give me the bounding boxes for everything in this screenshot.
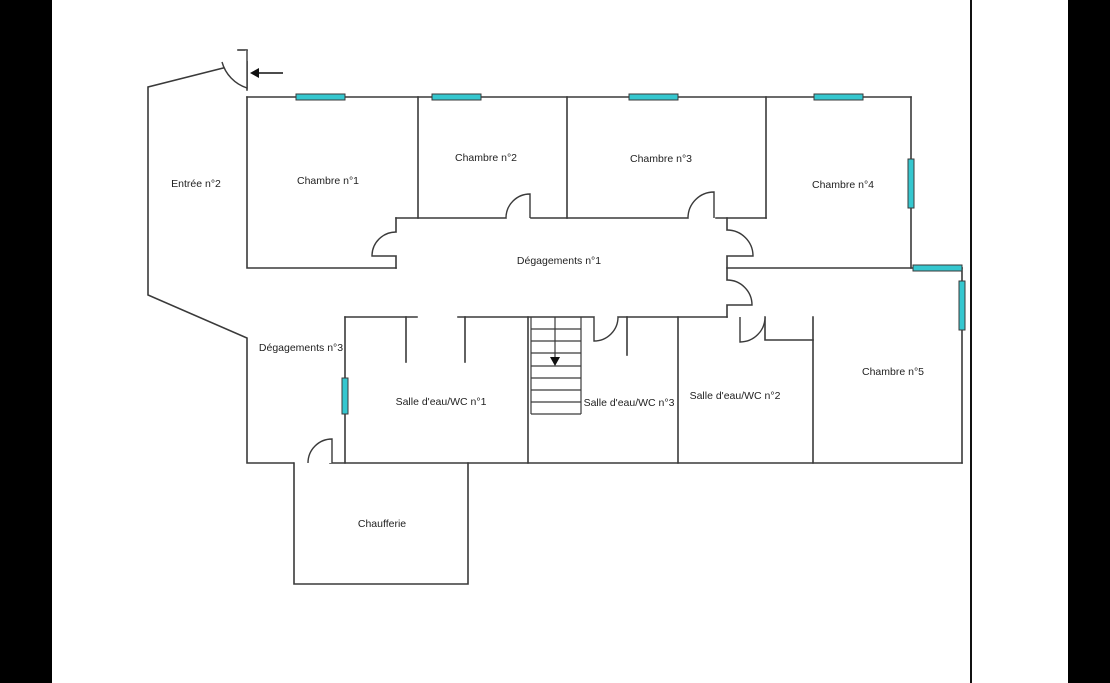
window-chambre1 <box>295 93 346 101</box>
entrance-arrow-icon <box>250 68 283 78</box>
window-chambre5-top <box>912 264 963 272</box>
door-sdb3 <box>593 316 619 342</box>
door-chambre1 <box>371 231 397 257</box>
room-label-chaufferie: Chaufferie <box>358 518 406 530</box>
door-chambre3 <box>687 191 715 219</box>
door-chaufferie <box>307 438 333 464</box>
room-label-sdb2: Salle d'eau/WC n°2 <box>690 390 781 402</box>
wall-sdb2-top <box>764 316 814 341</box>
door-chambre4 <box>726 229 754 257</box>
wall-chambre1 <box>246 96 397 269</box>
window-chambre4-side <box>907 158 915 209</box>
right-letterbox <box>1068 0 1110 683</box>
room-label-degagements3: Dégagements n°3 <box>259 342 343 354</box>
wall-chaufferie <box>293 462 469 585</box>
door-sdb2 <box>739 316 766 343</box>
doors <box>221 50 766 464</box>
room-label-degagements1: Dégagements n°1 <box>517 255 601 267</box>
door-entrance <box>221 50 248 89</box>
room-label-chambre5: Chambre n°5 <box>862 366 924 378</box>
room-label-sdb1: Salle d'eau/WC n°1 <box>396 396 487 408</box>
room-label-chambre1: Chambre n°1 <box>297 175 359 187</box>
window-chambre3 <box>628 93 679 101</box>
window-chambre5-side <box>958 280 966 331</box>
window-chambre2 <box>431 93 482 101</box>
room-label-entree2: Entrée n°2 <box>171 178 221 190</box>
stair-arrow-head <box>550 357 560 366</box>
left-letterbox <box>0 0 52 683</box>
staircase <box>530 317 582 415</box>
window-chambre4-top <box>813 93 864 101</box>
room-label-chambre4: Chambre n°4 <box>812 179 874 191</box>
window-degagements3 <box>341 377 349 415</box>
room-label-chambre2: Chambre n°2 <box>455 152 517 164</box>
room-label-chambre3: Chambre n°3 <box>630 153 692 165</box>
windows <box>295 93 966 415</box>
entree-wall <box>147 60 294 464</box>
door-chambre5 <box>726 279 753 306</box>
door-chambre2 <box>505 193 531 219</box>
room-label-sdb3: Salle d'eau/WC n°3 <box>584 397 675 409</box>
room-labels: Entrée n°2 Chambre n°1 Chambre n°2 Chamb… <box>171 152 924 530</box>
sheet-edge-line <box>970 0 972 683</box>
